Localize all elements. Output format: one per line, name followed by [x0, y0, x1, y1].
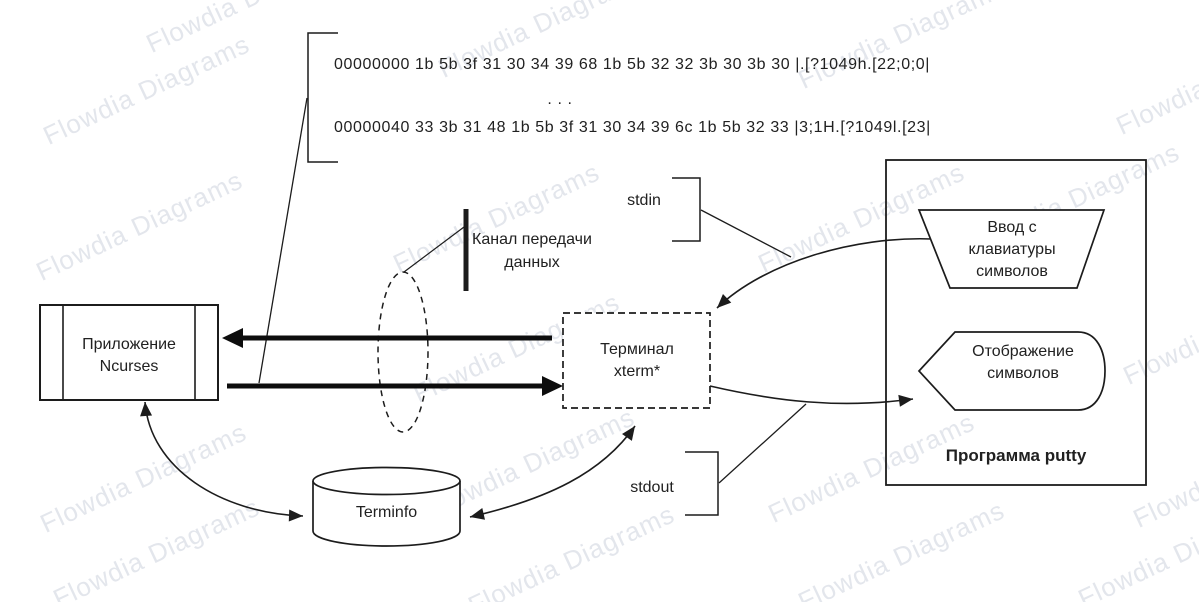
stdin-label: stdin — [627, 192, 661, 209]
keyboard-input-shape — [917, 209, 1106, 289]
hexdump-line-2: 00000040 33 3b 31 48 1b 5b 3f 31 30 34 3… — [334, 119, 931, 136]
terminal-box — [562, 312, 711, 409]
display-output-label: Отображение символов — [972, 343, 1074, 382]
hexdump-bracket — [307, 32, 338, 163]
terminfo-cylinder-top — [312, 466, 461, 496]
stream-arrow-to-ncurses-head — [222, 328, 243, 348]
stdin-leader-line — [700, 209, 792, 258]
ncurses-terminfo-arrow — [140, 401, 304, 522]
terminal-label: Терминал xterm* — [600, 341, 674, 380]
stdout-bracket — [685, 451, 719, 516]
stream-arrow-to-terminal-head — [542, 376, 563, 396]
pipe-ellipse — [377, 271, 429, 433]
hexdump-ellipsis: . . . — [547, 91, 573, 108]
ncurses-box — [39, 304, 219, 401]
display-output-shape — [917, 331, 1106, 411]
putty-program-label: Программа putty — [945, 446, 1087, 465]
hexdump-line-1: 00000000 1b 5b 3f 31 30 34 39 68 1b 5b 3… — [334, 56, 931, 73]
keyboard-input-label: Ввод с клавиатуры символов — [968, 219, 1056, 280]
stdin-bracket — [672, 177, 701, 242]
stdout-label: stdout — [630, 479, 674, 496]
terminfo-terminal-arrow — [469, 425, 636, 520]
terminfo-cylinder-body — [312, 481, 461, 547]
data-channel-label: Канал передачи данных — [472, 231, 592, 271]
terminal-to-display-arrow — [709, 385, 914, 407]
keyboard-to-terminal-arrow — [716, 237, 933, 309]
ncurses-app-label: Приложение Ncurses — [82, 336, 176, 375]
stdout-leader-line — [718, 403, 807, 484]
terminfo-label: Terminfo — [355, 504, 418, 521]
channel-leader-line — [403, 226, 465, 273]
putty-box — [885, 159, 1147, 486]
